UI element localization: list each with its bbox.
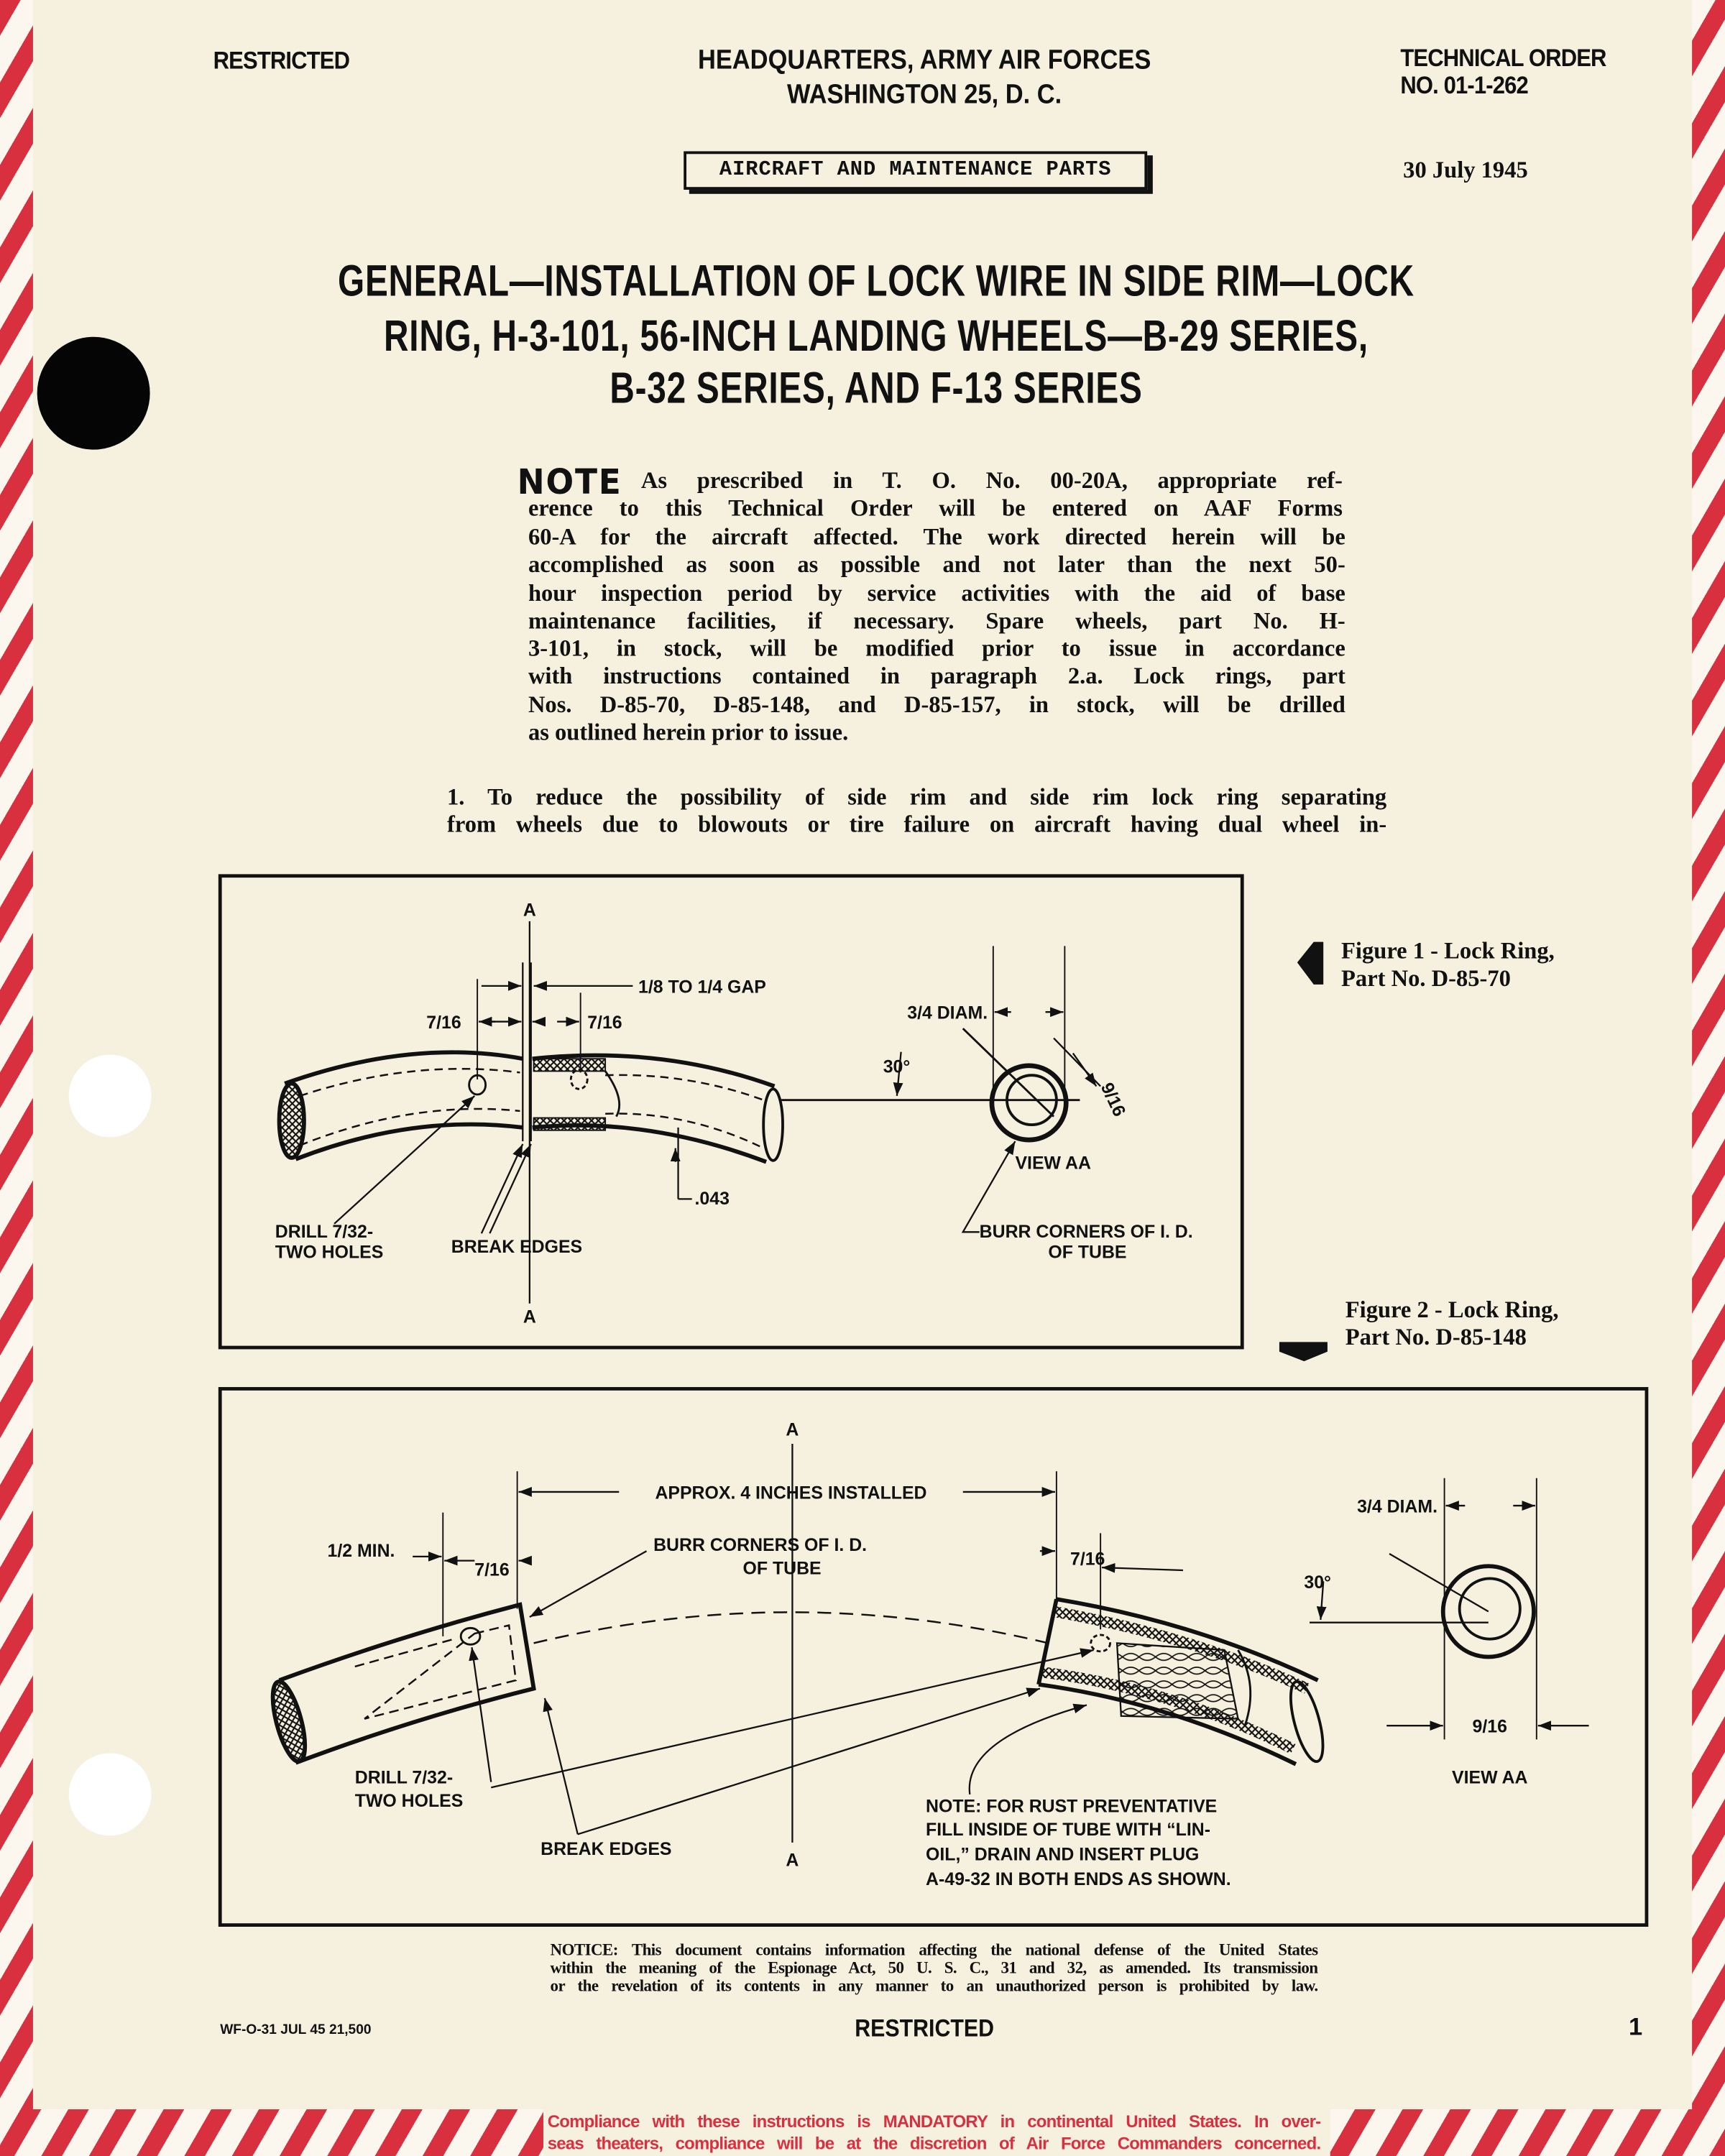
document-date: 30 July 1945 — [1403, 157, 1528, 183]
view-label: VIEW AA — [1452, 1768, 1527, 1788]
title-line-1: GENERAL—INSTALLATION OF LOCK WIRE IN SID… — [338, 255, 1414, 305]
tube-section-view — [1440, 1564, 1536, 1659]
thickness-label: .043 — [695, 1189, 730, 1209]
drill-label: DRILL 7/32- — [275, 1222, 373, 1242]
note-line: 3-101, in stock, will be modified prior … — [528, 635, 1346, 662]
figure-1-frame — [218, 874, 1244, 1350]
burr-label: BURR CORNERS OF I. D. — [980, 1222, 1193, 1242]
compliance-band — [543, 2109, 1330, 2156]
dim-label: 7/16 — [426, 1013, 461, 1033]
diam-label: 3/4 DIAM. — [1357, 1497, 1438, 1517]
category-box: AIRCRAFT AND MAINTENANCE PARTS — [684, 151, 1148, 190]
dim-label: 9/16 — [1473, 1717, 1507, 1737]
angle-label: 30° — [883, 1056, 911, 1077]
figure-2 — [218, 1387, 1649, 1927]
classification-bottom: RESTRICTED — [855, 2014, 994, 2042]
drill-hole — [1090, 1634, 1111, 1653]
rust-note-line: NOTE: FOR RUST PREVENTATIVE — [926, 1797, 1217, 1817]
note-line: Nos. D-85-70, D-85-148, and D-85-157, in… — [528, 691, 1346, 718]
drill-hole — [569, 1069, 589, 1090]
paragraph-1-line: 1. To reduce the possibility of side rim… — [447, 783, 1387, 810]
note-line: accomplished as soon as possible and not… — [528, 551, 1346, 578]
burr-label: OF TUBE — [1048, 1243, 1126, 1263]
drill-label: TWO HOLES — [355, 1791, 464, 1811]
burr-label: BURR CORNERS OF I. D. — [653, 1535, 867, 1555]
org-line-1: HEADQUARTERS, ARMY AIR FORCES — [697, 45, 1151, 76]
dim-label: 7/16 — [587, 1013, 622, 1033]
drill-label: TWO HOLES — [275, 1243, 384, 1263]
paragraph-1-line: from wheels due to blowouts or tire fail… — [447, 811, 1387, 838]
rust-note-line: A-49-32 IN BOTH ENDS AS SHOWN. — [926, 1869, 1231, 1889]
rust-note-line: OIL,” DRAIN AND INSERT PLUG — [926, 1845, 1199, 1865]
note-label: NOTE — [517, 461, 622, 502]
arrow-left-icon — [1297, 941, 1324, 985]
dim-label: 7/16 — [474, 1560, 509, 1580]
drill-hole — [459, 1626, 482, 1646]
section-label: A — [523, 900, 536, 920]
punch-hole — [68, 1054, 152, 1138]
note-line: as outlined herein prior to issue. — [528, 719, 849, 746]
figure-2-caption-line-1: Figure 2 - Lock Ring, — [1345, 1296, 1559, 1323]
diam-label: 3/4 DIAM. — [907, 1003, 988, 1023]
notice-line: or the revelation of its contents in any… — [550, 1976, 1319, 1996]
print-code: WF-O-31 JUL 45 21,500 — [220, 2022, 372, 2038]
punch-hole — [68, 1753, 152, 1836]
break-edges-label: BREAK EDGES — [451, 1237, 582, 1257]
dim-label: 9/16 — [1097, 1079, 1130, 1120]
view-label: VIEW AA — [1015, 1153, 1090, 1173]
gap-label: 1/8 TO 1/4 GAP — [638, 977, 766, 997]
note-line: with instructions contained in paragraph… — [528, 663, 1346, 689]
org-line-2: WASHINGTON 25, D. C. — [787, 79, 1062, 111]
page-number: 1 — [1629, 2013, 1643, 2041]
figure-1-caption-line-2: Part No. D-85-70 — [1341, 965, 1511, 992]
tube-outline — [284, 1050, 776, 1089]
note-line: hour inspection period by service activi… — [528, 580, 1346, 607]
angle-label: 30° — [1304, 1572, 1331, 1593]
break-edges-label: BREAK EDGES — [540, 1839, 671, 1859]
rust-note-line: FILL INSIDE OF TUBE WITH “LIN- — [926, 1820, 1210, 1840]
burr-label: OF TUBE — [743, 1559, 822, 1579]
note-line: maintenance facilities, if necessary. Sp… — [528, 607, 1346, 635]
figure-1 — [218, 874, 1244, 1350]
technical-order-number: NO. 01-1-262 — [1400, 71, 1528, 99]
figure-1-labels: A A 1/8 TO 1/4 GAP 7/16 7/16 3/4 DIAM. 3… — [275, 900, 1193, 1327]
figure-1-caption-line-1: Figure 1 - Lock Ring, — [1341, 937, 1555, 964]
note-line: 60-A for the aircraft affected. The work… — [528, 523, 1346, 550]
note-line: As prescribed in T. O. No. 00-20A, appro… — [640, 467, 1343, 494]
notice-line: NOTICE: This document contains informati… — [550, 1940, 1319, 1960]
min-label: 1/2 MIN. — [328, 1541, 395, 1561]
figure-2-caption-line-2: Part No. D-85-148 — [1345, 1324, 1527, 1350]
compliance-line: seas theaters, compliance will be at the… — [547, 2134, 1321, 2154]
title-line-2: RING, H-3-101, 56-INCH LANDING WHEELS—B-… — [384, 310, 1368, 361]
drill-label: DRILL 7/32- — [355, 1768, 453, 1788]
approx-label: APPROX. 4 INCHES INSTALLED — [655, 1483, 926, 1503]
compliance-line: Compliance with these instructions is MA… — [547, 2111, 1321, 2132]
figure-2-frame — [218, 1387, 1649, 1927]
arrow-down-icon — [1279, 1342, 1328, 1362]
category-label: AIRCRAFT AND MAINTENANCE PARTS — [719, 158, 1112, 182]
section-label: A — [786, 1419, 799, 1439]
dim-label: 7/16 — [1070, 1549, 1105, 1569]
punch-hole — [37, 336, 150, 450]
technical-order-label: TECHNICAL ORDER — [1400, 44, 1606, 72]
figure-2-labels: A A APPROX. 4 INCHES INSTALLED 1/2 MIN. … — [328, 1419, 1528, 1889]
tube-outline — [278, 1602, 536, 1765]
notice-line: within the meaning of the Espionage Act,… — [550, 1958, 1319, 1978]
section-label: A — [523, 1307, 536, 1327]
note-line: erence to this Technical Order will be e… — [528, 494, 1343, 522]
title-line-3: B-32 SERIES, AND F-13 SERIES — [610, 363, 1143, 413]
section-label: A — [786, 1850, 799, 1870]
classification-top: RESTRICTED — [213, 47, 350, 75]
tube-section-view — [989, 1063, 1069, 1143]
